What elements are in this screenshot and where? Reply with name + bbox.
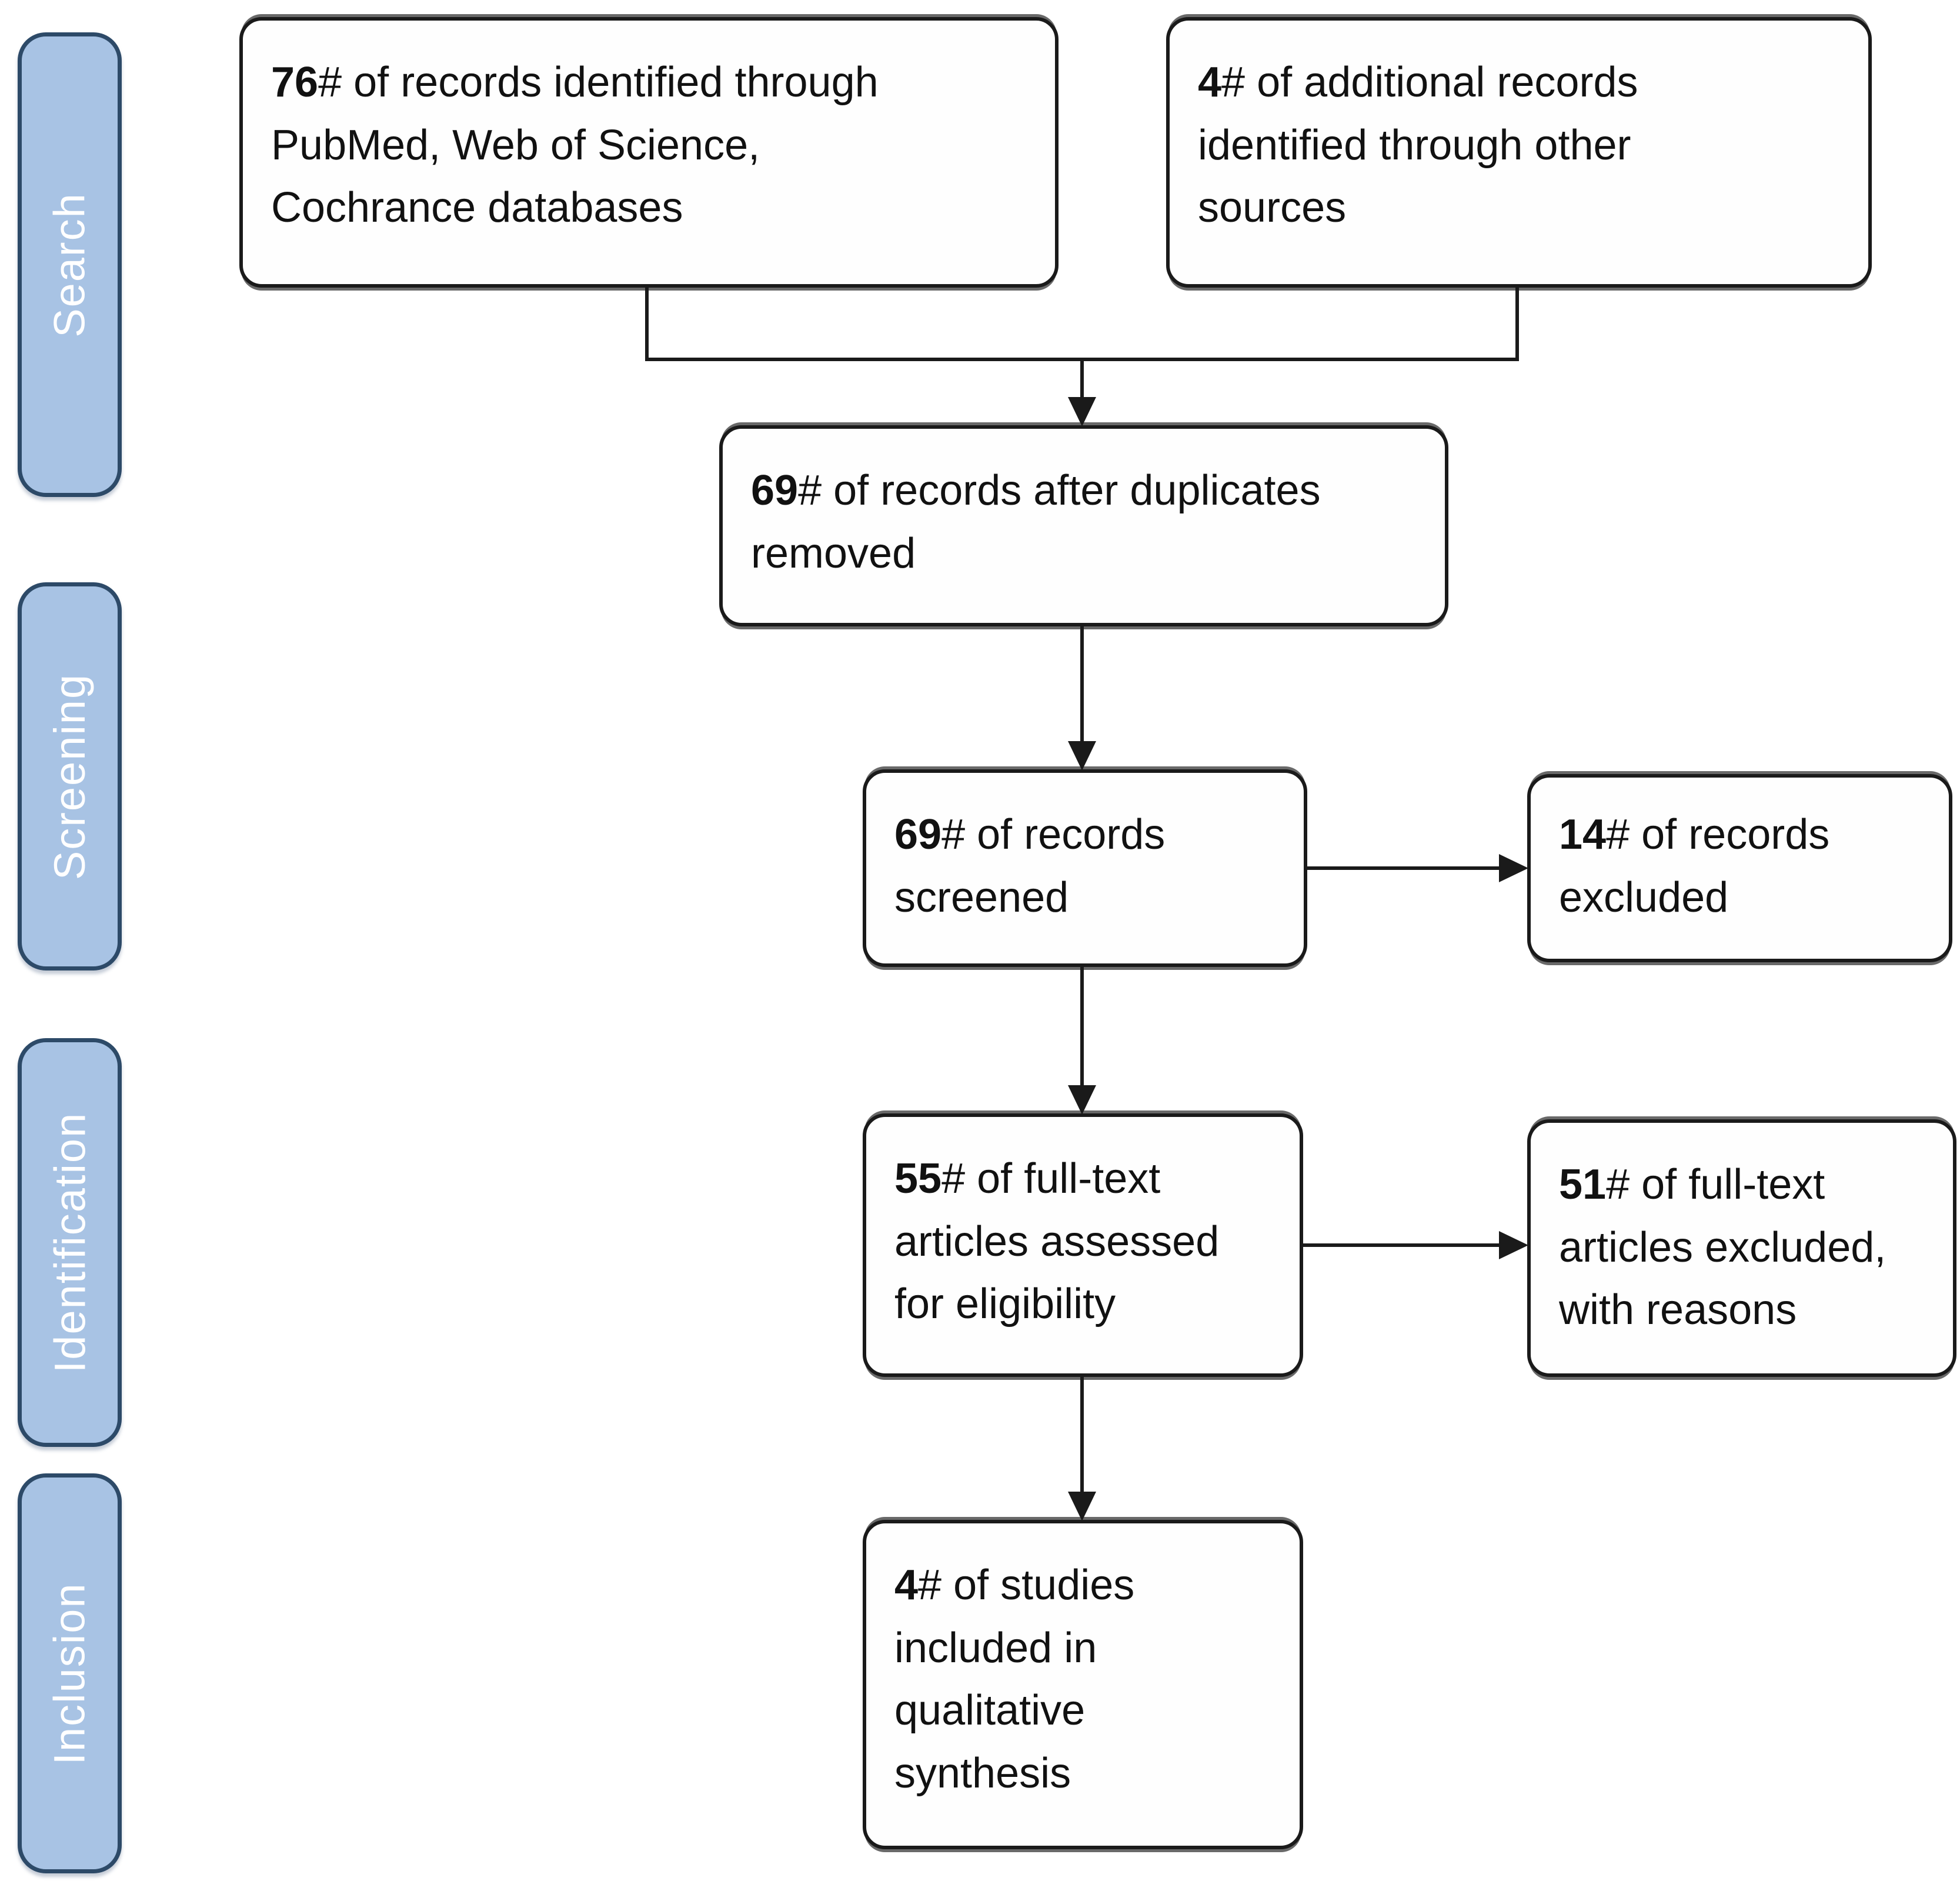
fulltext-excluded-label: # of full-text articles excluded, with r…: [1559, 1161, 1886, 1334]
records-identified-label: # of records identified through PubMed, …: [271, 59, 879, 232]
arrowhead-to-fulltext-icon: [1068, 1085, 1096, 1115]
box-records-identified-text: 76# of records identified through PubMed…: [271, 51, 1027, 239]
box-studies-included-text: 4# of studies included in qualitative sy…: [894, 1554, 1271, 1805]
box-after-duplicates: 69# of records after duplicates removed: [719, 425, 1448, 626]
arrowhead-to-duplicates-icon: [1068, 397, 1096, 426]
connector-fulltext-to-included: [1080, 1377, 1084, 1493]
records-screened-label: # of records screened: [894, 811, 1166, 921]
arrowhead-to-fulltext-excluded-icon: [1499, 1231, 1528, 1259]
connector-fulltext-to-fulltext-excluded: [1303, 1243, 1504, 1247]
box-studies-included: 4# of studies included in qualitative sy…: [863, 1520, 1303, 1849]
additional-records-count: 4: [1198, 59, 1222, 106]
stage-inclusion-label: Inclusion: [45, 1582, 94, 1765]
additional-records-label: # of additional records identified throu…: [1198, 59, 1638, 232]
box-additional-records: 4# of additional records identified thro…: [1166, 17, 1872, 288]
box-records-identified: 76# of records identified through PubMed…: [239, 17, 1059, 288]
box-additional-records-text: 4# of additional records identified thro…: [1198, 51, 1840, 239]
connector-duplicates-to-screened: [1080, 626, 1084, 743]
records-identified-count: 76: [271, 59, 319, 106]
fulltext-assessed-count: 55: [894, 1155, 942, 1202]
arrowhead-to-excluded-icon: [1499, 854, 1528, 882]
box-fulltext-excluded: 51# of full-text articles excluded, with…: [1527, 1119, 1956, 1377]
connector-right-drop: [1515, 288, 1519, 361]
connector-merge-to-duplicates: [1080, 358, 1084, 399]
box-fulltext-assessed-text: 55# of full-text articles assessed for e…: [894, 1148, 1271, 1336]
fulltext-excluded-count: 51: [1559, 1161, 1607, 1208]
stage-screening: Screening: [18, 582, 122, 970]
box-after-duplicates-text: 69# of records after duplicates removed: [751, 459, 1417, 585]
connector-left-drop: [645, 288, 649, 361]
box-records-screened: 69# of records screened: [863, 769, 1307, 967]
box-records-screened-text: 69# of records screened: [894, 803, 1275, 929]
records-excluded-label: # of records excluded: [1559, 811, 1830, 921]
box-fulltext-assessed: 55# of full-text articles assessed for e…: [863, 1113, 1303, 1377]
records-screened-count: 69: [894, 811, 942, 858]
stage-inclusion: Inclusion: [18, 1473, 122, 1873]
stage-search: Search: [18, 32, 122, 497]
arrowhead-to-screened-icon: [1068, 741, 1096, 771]
studies-included-count: 4: [894, 1562, 919, 1609]
box-records-excluded-text: 14# of records excluded: [1559, 803, 1921, 929]
fulltext-assessed-label: # of full-text articles assessed for eli…: [894, 1155, 1220, 1328]
connector-screened-to-excluded: [1307, 866, 1504, 870]
studies-included-label: # of studies included in qualitative syn…: [894, 1562, 1135, 1797]
connector-screened-to-fulltext: [1080, 967, 1084, 1087]
stage-search-label: Search: [45, 192, 94, 338]
box-fulltext-excluded-text: 51# of full-text articles excluded, with…: [1559, 1153, 1925, 1342]
box-records-excluded: 14# of records excluded: [1527, 774, 1952, 962]
arrowhead-to-included-icon: [1068, 1492, 1096, 1521]
after-duplicates-count: 69: [751, 467, 799, 514]
stage-identification: Identification: [18, 1038, 122, 1447]
after-duplicates-label: # of records after duplicates removed: [751, 467, 1321, 577]
stage-screening-label: Screening: [45, 673, 94, 880]
stage-identification-label: Identification: [45, 1112, 94, 1373]
records-excluded-count: 14: [1559, 811, 1607, 858]
